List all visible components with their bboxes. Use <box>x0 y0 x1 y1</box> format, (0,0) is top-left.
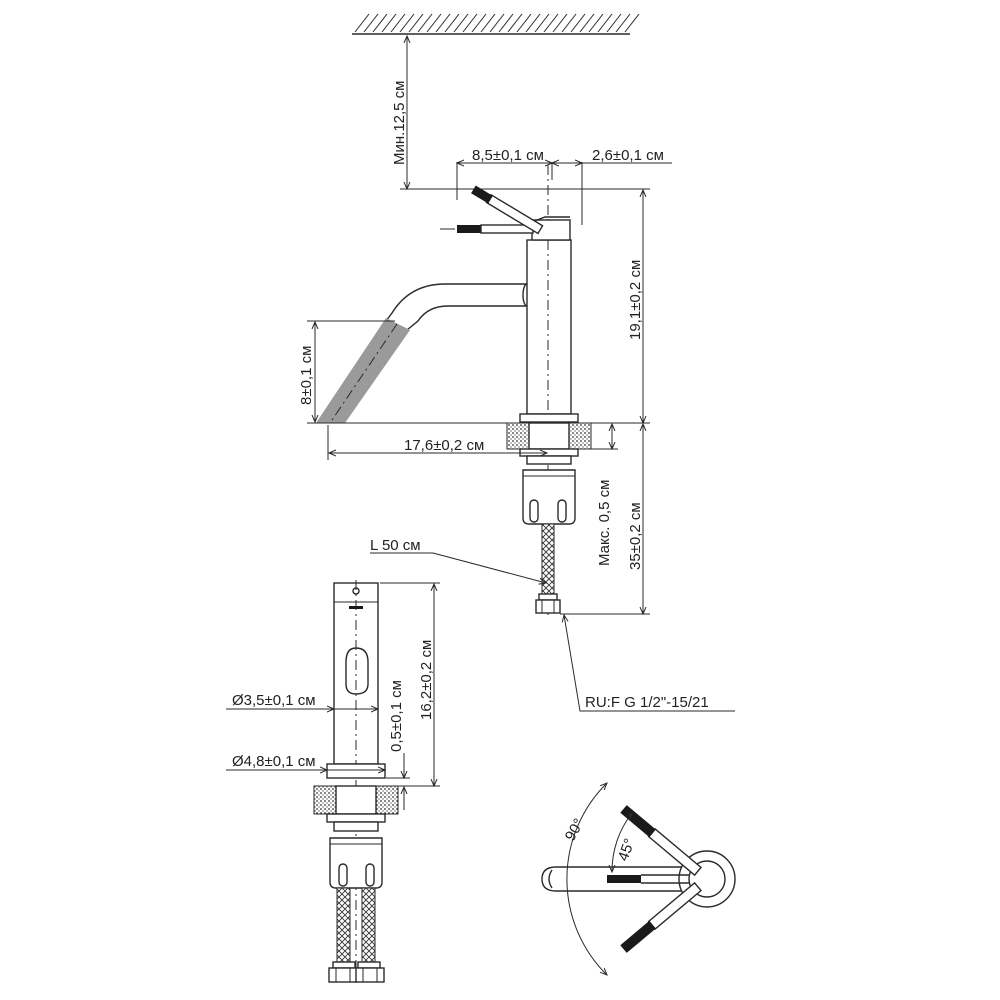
hatch-line <box>390 13 406 33</box>
hatch-line <box>480 13 496 33</box>
handle-grip <box>457 225 481 233</box>
body-height-label: 16,2±0,2 см <box>418 640 435 720</box>
handle-length-label: 2,6±0,1 см <box>592 147 664 164</box>
hatch-line <box>435 13 451 33</box>
hatch-line <box>552 13 568 33</box>
hatch-line <box>417 13 433 33</box>
side-view-dimensions: 19,1±0,2 см 8±0,1 см 17,6±0,2 см Макс. 0… <box>298 188 735 712</box>
hatch-line <box>399 13 415 33</box>
hatch-line <box>471 13 487 33</box>
hatch-line <box>408 13 424 33</box>
hatch-line <box>507 13 523 33</box>
base-gap-label: 0,5±0,1 см <box>388 680 405 752</box>
angle-total-label: 90° <box>562 816 588 844</box>
hatch-line <box>543 13 559 33</box>
hatch-line <box>615 13 631 33</box>
faucet-side-view <box>316 165 592 615</box>
hatch-line <box>534 13 550 33</box>
hatch-line <box>624 13 640 33</box>
hatch-line <box>426 13 442 33</box>
faucet-top-view: 90° 45° <box>541 783 736 975</box>
max-deck-label: Макс. 0,5 см <box>596 480 613 566</box>
hatch-line <box>579 13 595 33</box>
hatch-line <box>363 13 379 33</box>
handle-dimensions: 8,5±0,1 см 2,6±0,1 см <box>457 147 672 225</box>
total-height-label: 19,1±0,2 см <box>627 260 644 340</box>
shank-length-label: 35±0,2 см <box>627 502 644 570</box>
hatch-line <box>597 13 613 33</box>
angle-half-label: 45° <box>615 836 639 863</box>
hatch-line <box>525 13 541 33</box>
hatch-line <box>489 13 505 33</box>
hatch-line <box>516 13 532 33</box>
hatch-line <box>381 13 397 33</box>
front-view-dimensions: 16,2±0,2 см 0,5±0,1 см Ø3,5±0,1 см Ø4,8±… <box>226 582 440 810</box>
hatch-line <box>606 13 622 33</box>
water-stream <box>316 318 410 423</box>
handle-offset-label: 8,5±0,1 см <box>472 147 544 164</box>
hatch-line <box>444 13 460 33</box>
hose-length-label: L 50 см <box>370 537 421 554</box>
hatch-line <box>498 13 514 33</box>
spout-reach-label: 17,6±0,2 см <box>404 437 484 454</box>
front-body <box>333 582 379 765</box>
min-height-dimension: Мин.12,5 см <box>391 36 640 189</box>
faucet-body <box>526 239 572 415</box>
hatch-line <box>372 13 388 33</box>
hatch-line <box>570 13 586 33</box>
base-diameter-label: Ø4,8±0,1 см <box>232 753 316 770</box>
ceiling-hatch <box>352 13 640 35</box>
hatch-line <box>462 13 478 33</box>
hatch-line <box>561 13 577 33</box>
body-diameter-label: Ø3,5±0,1 см <box>232 692 316 709</box>
min-height-label: Мин.12,5 см <box>391 81 408 166</box>
spout-height-label: 8±0,1 см <box>298 346 315 405</box>
hatch-line <box>354 13 370 33</box>
connection-label: RU:F G 1/2"-15/21 <box>585 694 709 711</box>
hatch-line <box>588 13 604 33</box>
hatch-line <box>453 13 469 33</box>
faucet-front-view <box>313 580 399 983</box>
